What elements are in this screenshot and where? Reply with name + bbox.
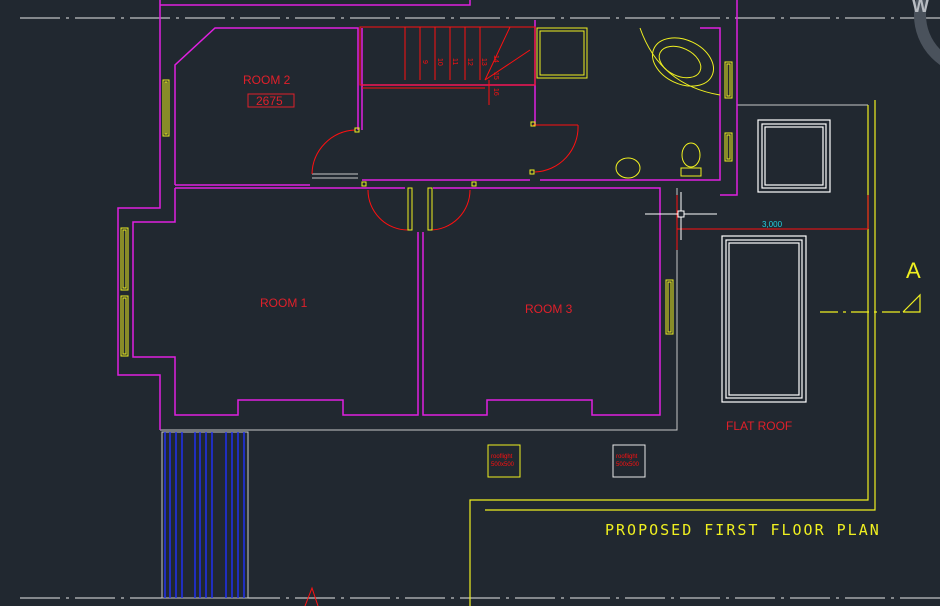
windows [120,27,733,357]
room-1-label: ROOM 1 [260,296,308,310]
rooflight-2: rooflight 500x500 [612,444,646,478]
doors [311,124,579,231]
viewcube[interactable]: W [912,0,940,70]
room-2-label: ROOM 2 [243,73,291,87]
stair-number: 9 [421,60,428,64]
stair-number: 11 [451,58,458,65]
rooflight-size: 500x500 [616,462,640,468]
external-stairs [161,431,249,599]
stair-number: 15 [492,72,499,80]
roof-lanterns [721,119,831,403]
rooflight-label: rooflight [491,454,513,460]
dimension-line [676,195,869,250]
stair-number: 10 [436,58,443,66]
rooflight-1: rooflight 500x500 [487,444,521,478]
flat-roof-edge [469,100,921,606]
stair-number: 14 [492,55,499,63]
north-arrow-icon [304,586,319,606]
stair-number: 13 [480,58,487,66]
centerlines [20,17,940,599]
dimension-3000-text: 3,000 [762,220,783,229]
stair-number: 16 [492,88,499,96]
room-2-dimension-box [247,93,295,108]
room-2-dimension: 2675 [256,94,283,108]
room-3-label: ROOM 3 [525,302,573,316]
stair-numbers: 9 10 11 12 13 14 15 16 [421,55,499,96]
rooflight-label: rooflight [616,454,638,460]
stair-number: 12 [466,58,473,66]
crosshair-cursor [645,192,717,240]
bathroom-fixtures [615,27,721,179]
drawing-title: PROPOSED FIRST FLOOR PLAN [605,521,881,539]
outline-walls [160,104,868,431]
viewcube-west-label[interactable]: W [912,0,929,16]
internal-stairs [359,26,536,105]
flat-roof-label: FLAT ROOF [726,419,792,433]
rooflight-size: 500x500 [491,462,515,468]
section-marker-label: A [906,258,921,283]
door-leaves [354,121,536,231]
